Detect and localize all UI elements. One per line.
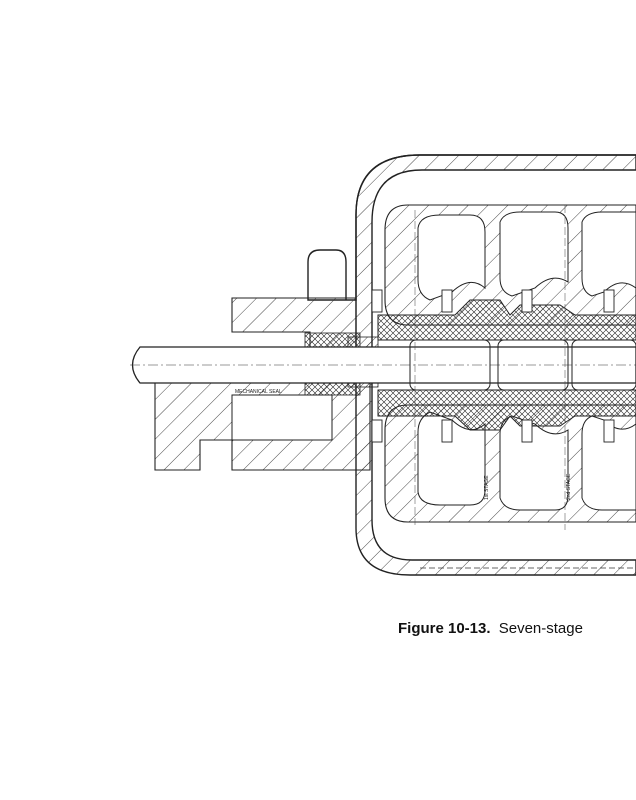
- pump-shaft: [130, 339, 636, 391]
- diffuser-channels: [417, 211, 636, 511]
- figure-number: Figure 10-13.: [398, 620, 491, 637]
- impellers: [377, 299, 636, 431]
- stage-2-label: 2nd STAGE: [566, 473, 572, 500]
- seal-housing: [154, 297, 379, 471]
- figure-caption: Figure 10-13. Seven-stage: [398, 620, 583, 637]
- bolts: [371, 289, 615, 443]
- outer-casing: [307, 154, 636, 576]
- figure-title: Seven-stage: [498, 620, 583, 637]
- mechanical-seal-label: MECHANICAL SEAL: [235, 389, 282, 395]
- stage-1-label: 1st STAGE: [484, 475, 490, 500]
